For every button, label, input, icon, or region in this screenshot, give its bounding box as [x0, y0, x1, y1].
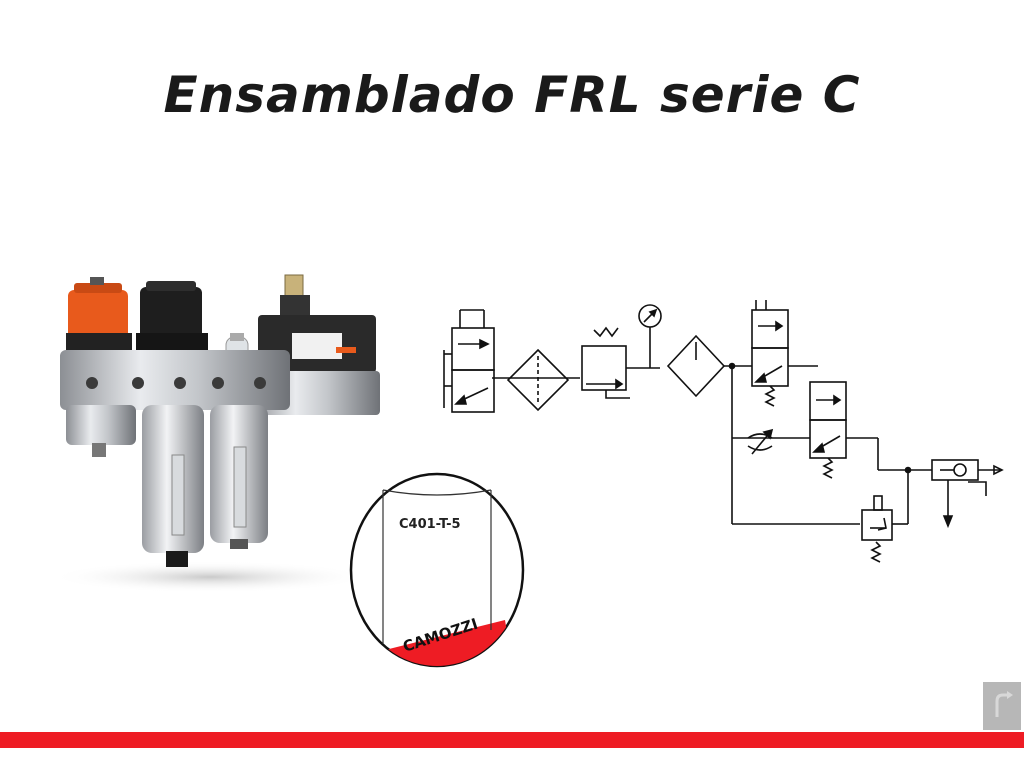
pressure-switch-symbol: [861, 470, 909, 563]
flow-control-symbol: [747, 428, 774, 455]
black-regulator-knob: [136, 281, 208, 355]
solenoid-valve-symbol-1: [751, 300, 818, 407]
filter-symbol-1: [506, 348, 570, 412]
camozzi-label-tag: C401-T-5 CAMOZZI: [349, 472, 525, 668]
orange-regulator-knob: [66, 277, 132, 351]
manual-valve-symbol: [443, 309, 495, 413]
check-valve-symbol: [931, 459, 1004, 529]
pressure-regulator-symbol: [581, 326, 660, 399]
label-code: C401-T-5: [399, 517, 461, 532]
return-arrow-icon: [995, 691, 1013, 717]
slide-title: Ensamblado FRL serie C: [163, 66, 861, 124]
lubricator-bowl: [210, 405, 268, 549]
solenoid-valve-symbol-2: [809, 381, 879, 479]
pressure-gauge-symbol: [638, 304, 662, 368]
lubricator-symbol: [666, 334, 726, 398]
bottom-accent-bar: [0, 732, 1024, 748]
frl-assembly-photo: [50, 274, 380, 593]
return-button[interactable]: [983, 682, 1021, 730]
pneumatic-circuit-diagram: [443, 300, 1004, 563]
filter-bowl: [142, 405, 204, 567]
